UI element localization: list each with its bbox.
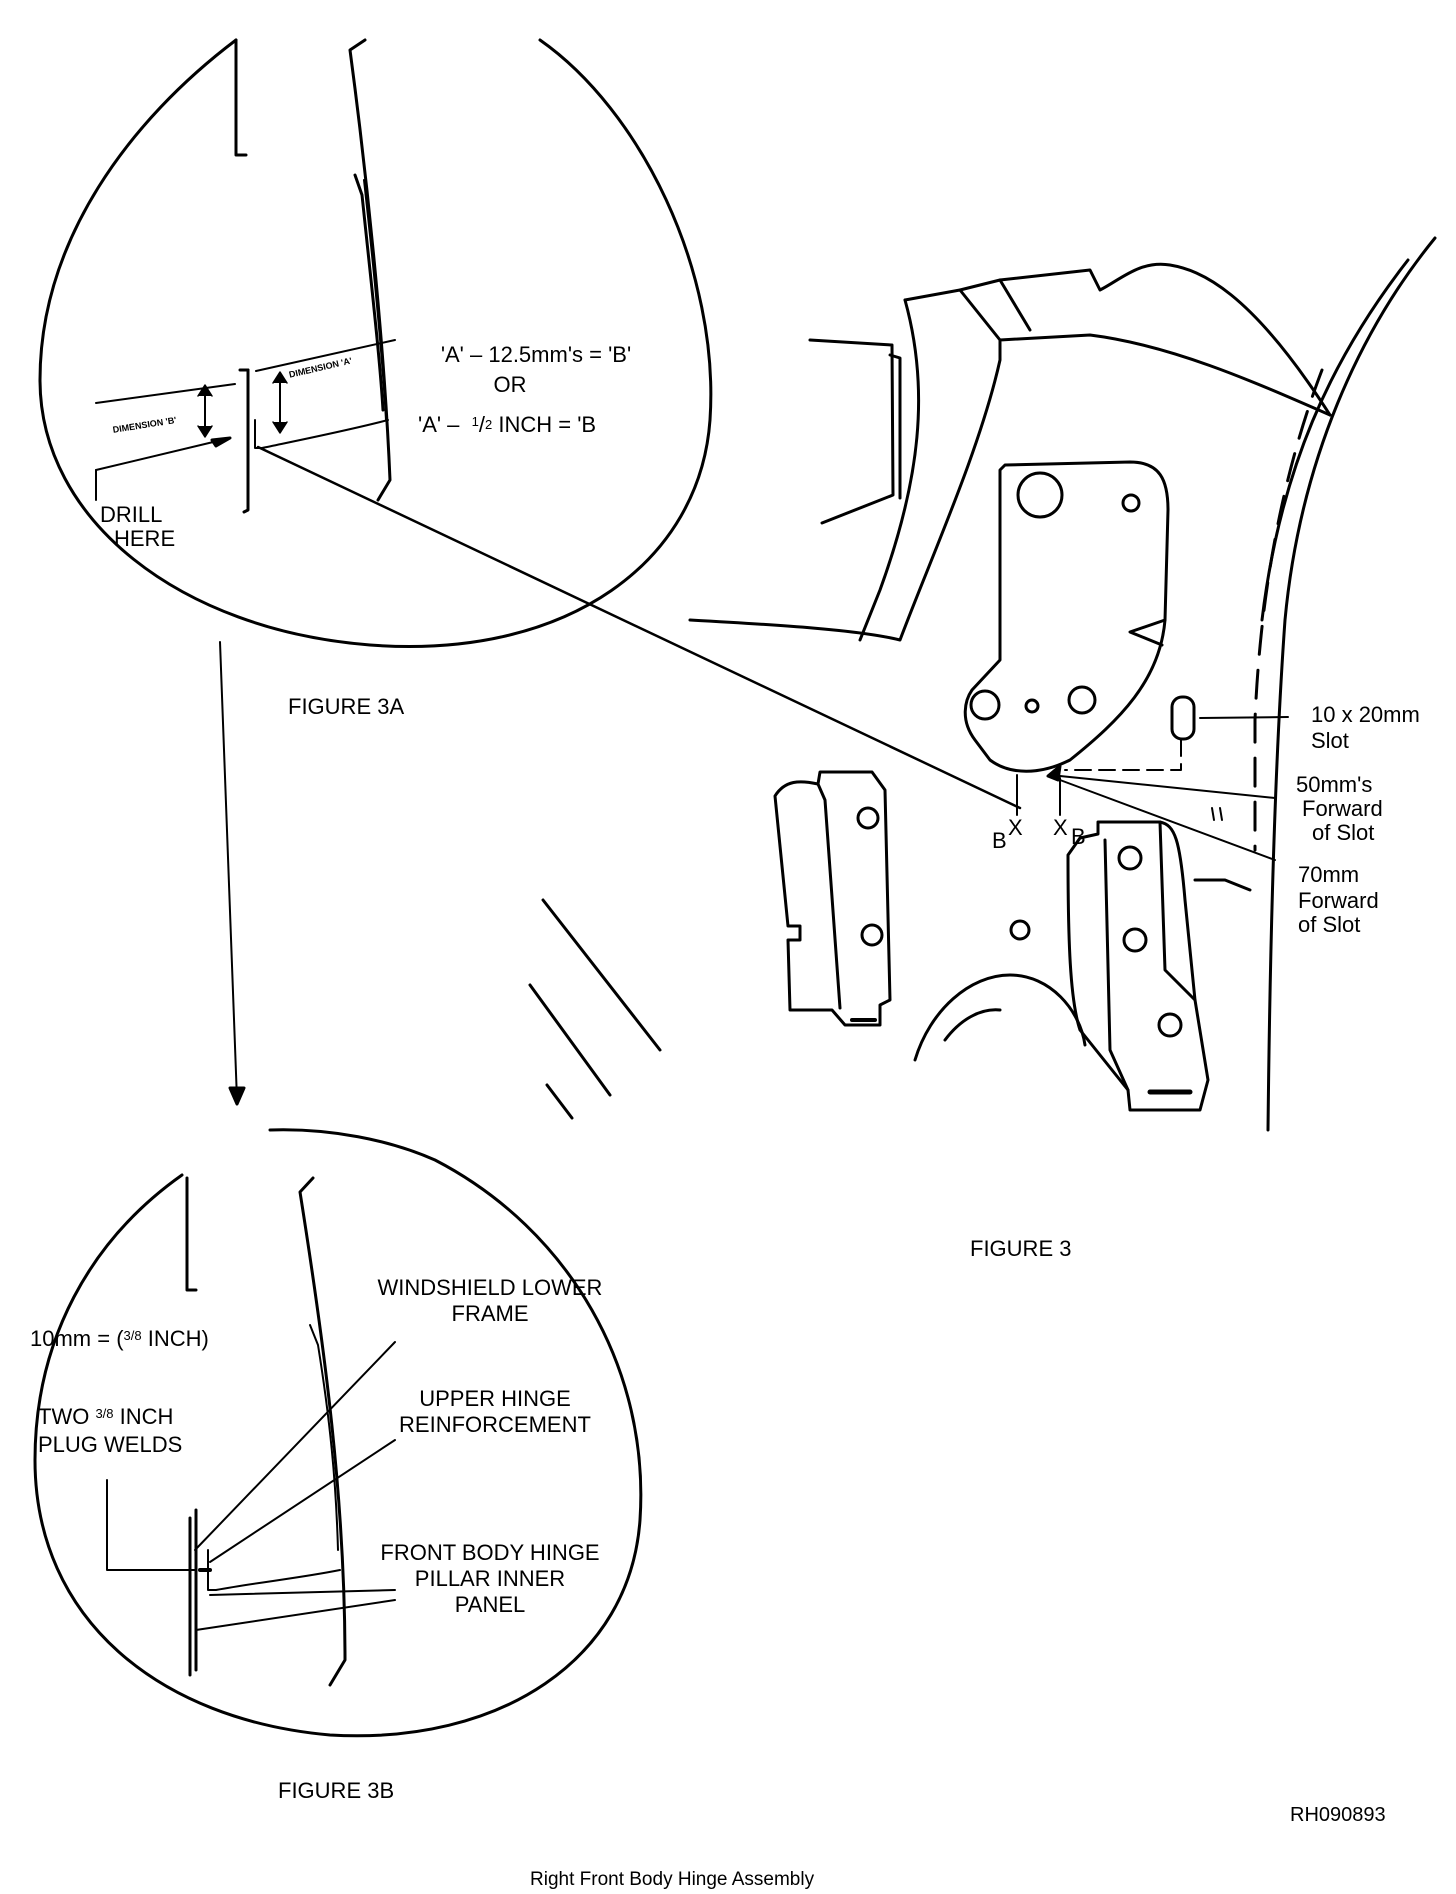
drill-mark-x-left: X [1008,815,1023,840]
pillar-label-3: PANEL [454,1592,526,1617]
drill-label-2: HERE [114,526,176,551]
fwd70-label-1: 70mm [1298,862,1360,887]
fwd50-label-2: Forward [1302,796,1383,821]
welds-suffix: INCH [113,1404,174,1429]
dim-prefix: 10mm = ( [30,1326,124,1351]
welds-fraction: 3/8 [95,1406,114,1421]
slot-label-1: 10 x 20mm [1311,702,1420,727]
figure-3a-circle [38,38,713,648]
plug-welds-label-2: PLUG WELDS [38,1432,183,1457]
figure-3b-title: FIGURE 3B [278,1778,395,1803]
pillar-label-1: FRONT BODY HINGE [380,1540,600,1565]
upper-hinge-label-2: REINFORCEMENT [399,1412,591,1437]
half-numerator: 1 [471,414,479,429]
fwd70-label-3: of Slot [1298,912,1361,937]
dimension-10mm-label: 10mm = (3/8 INCH) [30,1326,209,1352]
figure-3-title: FIGURE 3 [970,1236,1072,1261]
formula-or: OR [493,372,527,397]
reference-code: RH090893 [1290,1804,1386,1826]
figure-3b-circle [33,1128,643,1738]
figure-caption: Right Front Body Hinge Assembly [530,1869,815,1890]
upper-hinge-label-1: UPPER HINGE [419,1386,571,1411]
slot-label-2: Slot [1311,728,1349,753]
slot-10x20 [1170,695,1196,741]
figure-3b-detail [33,1128,643,1738]
figure-3a-detail [38,38,1022,1106]
drill-mark-b-left: B [992,828,1007,853]
plug-welds-label-1: TWO 3/8 INCH [38,1404,173,1430]
fwd50-label-3: of Slot [1312,820,1375,845]
dim-suffix: INCH) [141,1326,209,1351]
formula-line-1: 'A' – 12.5mm's = 'B' [440,342,632,367]
drill-mark-x-right: X [1053,815,1068,840]
formula-line-3-suffix: INCH = 'B [492,412,597,437]
fwd50-label-1: 50mm's [1296,772,1373,797]
drill-mark-b-right: B [1071,824,1086,849]
pillar-label-2: PILLAR INNER [414,1566,566,1591]
windshield-label-1: WINDSHIELD LOWER [377,1275,603,1300]
formula-line-3: 'A' – 1/2 INCH = 'B [418,412,597,437]
fwd70-label-2: Forward [1298,888,1379,913]
figure-3-main [528,236,1437,1132]
formula-line-3-prefix: 'A' – [418,412,460,437]
welds-prefix: TWO [38,1404,96,1429]
figure-3a-title: FIGURE 3A [288,694,405,719]
dim-fraction: 3/8 [123,1328,142,1343]
half-denominator: 2 [485,417,493,432]
drill-label-1: DRILL [100,502,163,527]
windshield-label-2: FRAME [451,1301,529,1326]
